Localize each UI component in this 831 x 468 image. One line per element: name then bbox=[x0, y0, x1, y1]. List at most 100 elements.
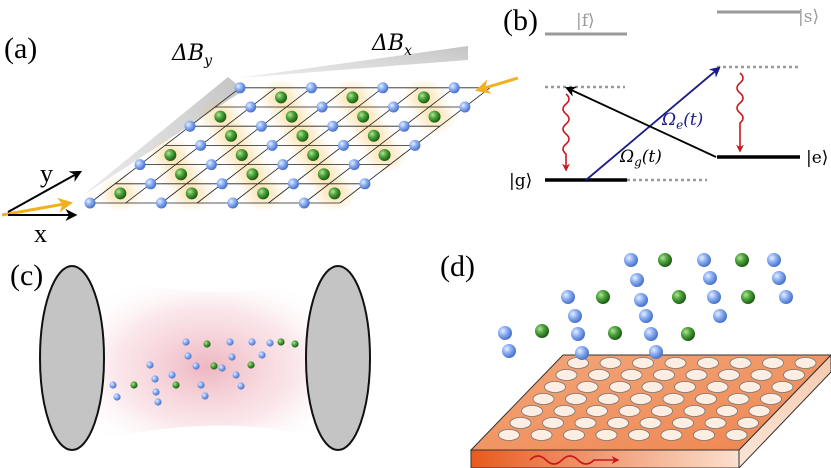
delta-bx-label: ΔBx bbox=[371, 31, 412, 59]
slab-hole bbox=[783, 369, 805, 381]
slab-hole bbox=[530, 429, 553, 441]
green-atom bbox=[608, 326, 622, 340]
slab-hole bbox=[664, 357, 687, 369]
green-atom bbox=[277, 338, 285, 346]
panel-c: (c) bbox=[10, 259, 371, 451]
panel-a: (a) ΔBy ΔBx y x bbox=[1, 31, 519, 248]
slab-hole bbox=[695, 393, 717, 405]
slab-hole bbox=[620, 369, 643, 381]
green-atom bbox=[203, 340, 211, 348]
slab-hole bbox=[609, 381, 631, 393]
blue-atom bbox=[195, 139, 207, 151]
blue-atom bbox=[779, 290, 793, 304]
omega-g-arrow bbox=[565, 86, 717, 158]
green-atom bbox=[296, 129, 309, 142]
lattice-col-line bbox=[303, 87, 455, 204]
green-atom bbox=[164, 149, 177, 161]
blue-atom bbox=[228, 353, 236, 361]
slab-hole bbox=[660, 429, 683, 441]
slab-hole bbox=[618, 405, 641, 417]
blue-atom bbox=[258, 351, 266, 359]
slab-hole bbox=[750, 369, 773, 381]
blue-atom bbox=[448, 82, 460, 94]
blue-atom bbox=[205, 159, 217, 171]
blue-atom bbox=[388, 101, 399, 113]
blue-atom bbox=[201, 392, 209, 400]
blue-atom bbox=[649, 345, 663, 359]
slab-hole bbox=[718, 369, 740, 381]
blue-atom bbox=[502, 344, 516, 358]
slab-hole bbox=[563, 429, 585, 441]
green-atom bbox=[681, 327, 695, 341]
slab-hole bbox=[532, 393, 555, 405]
blue-atom bbox=[707, 290, 721, 304]
blue-atom bbox=[197, 381, 205, 389]
green-atom bbox=[247, 361, 255, 369]
slab-hole bbox=[555, 369, 578, 381]
state-g-label: |g⟩ bbox=[509, 171, 532, 191]
panel-d-label: (d) bbox=[440, 250, 475, 283]
blue-atom bbox=[624, 253, 638, 267]
green-atom bbox=[317, 168, 330, 181]
blue-atom bbox=[703, 271, 717, 285]
slab-hole bbox=[725, 429, 748, 441]
green-atom bbox=[285, 110, 298, 123]
y-axis-arrow bbox=[7, 170, 83, 213]
blue-atom bbox=[146, 361, 154, 369]
green-atom bbox=[225, 129, 238, 142]
cavity-mirror-left bbox=[39, 265, 105, 451]
blue-atom bbox=[398, 120, 410, 132]
slab-hole bbox=[683, 405, 706, 417]
green-atom bbox=[741, 290, 755, 304]
green-atom bbox=[172, 381, 180, 389]
slab-hole bbox=[544, 381, 566, 393]
green-atom bbox=[185, 187, 198, 200]
blue-atom bbox=[568, 309, 582, 323]
cavity-mode bbox=[68, 268, 345, 448]
slab-hole bbox=[521, 405, 543, 417]
blue-atom bbox=[168, 371, 176, 379]
green-atom bbox=[535, 324, 549, 338]
panel-c-label: (c) bbox=[10, 259, 43, 292]
slab-hole bbox=[737, 417, 759, 429]
blue-atom bbox=[218, 364, 226, 372]
blue-atom bbox=[639, 309, 653, 323]
blue-atom bbox=[288, 178, 299, 190]
blue-atom bbox=[327, 120, 339, 132]
blue-atom bbox=[359, 178, 371, 190]
green-atom bbox=[114, 187, 127, 200]
x-axis-label: x bbox=[34, 219, 47, 248]
slab-hole bbox=[697, 357, 719, 369]
slab-hole bbox=[674, 381, 696, 393]
slab-hole bbox=[630, 393, 652, 405]
delta-by-label: ΔBy bbox=[171, 41, 213, 69]
slab-hole bbox=[729, 357, 752, 369]
green-atom bbox=[210, 362, 218, 370]
panel-a-label: (a) bbox=[4, 32, 37, 65]
omega-g-label: Ωg(t) bbox=[619, 147, 662, 169]
omega-e-arrow bbox=[585, 66, 721, 181]
green-atom bbox=[257, 187, 270, 200]
blue-atom bbox=[84, 197, 96, 209]
slab-hole bbox=[639, 417, 662, 429]
slab-hole bbox=[748, 405, 771, 417]
green-atom bbox=[130, 381, 138, 389]
slab-hole bbox=[651, 405, 673, 417]
slab-hole bbox=[595, 429, 618, 441]
slab-hole bbox=[704, 417, 727, 429]
slab-hole bbox=[607, 417, 629, 429]
blue-atom bbox=[772, 271, 786, 285]
slab-hole bbox=[542, 417, 564, 429]
delta-bx-wedge bbox=[238, 46, 468, 78]
green-atom bbox=[275, 91, 288, 104]
slab-hole bbox=[565, 393, 587, 405]
decay-arrow-right bbox=[736, 72, 744, 153]
blue-atom bbox=[561, 290, 575, 304]
blue-atom bbox=[216, 178, 228, 190]
blue-atom bbox=[227, 197, 239, 209]
slab-hole bbox=[641, 381, 664, 393]
blue-atom bbox=[305, 82, 317, 94]
y-axis-label: y bbox=[40, 159, 53, 188]
beam-arrow-right bbox=[475, 76, 519, 94]
